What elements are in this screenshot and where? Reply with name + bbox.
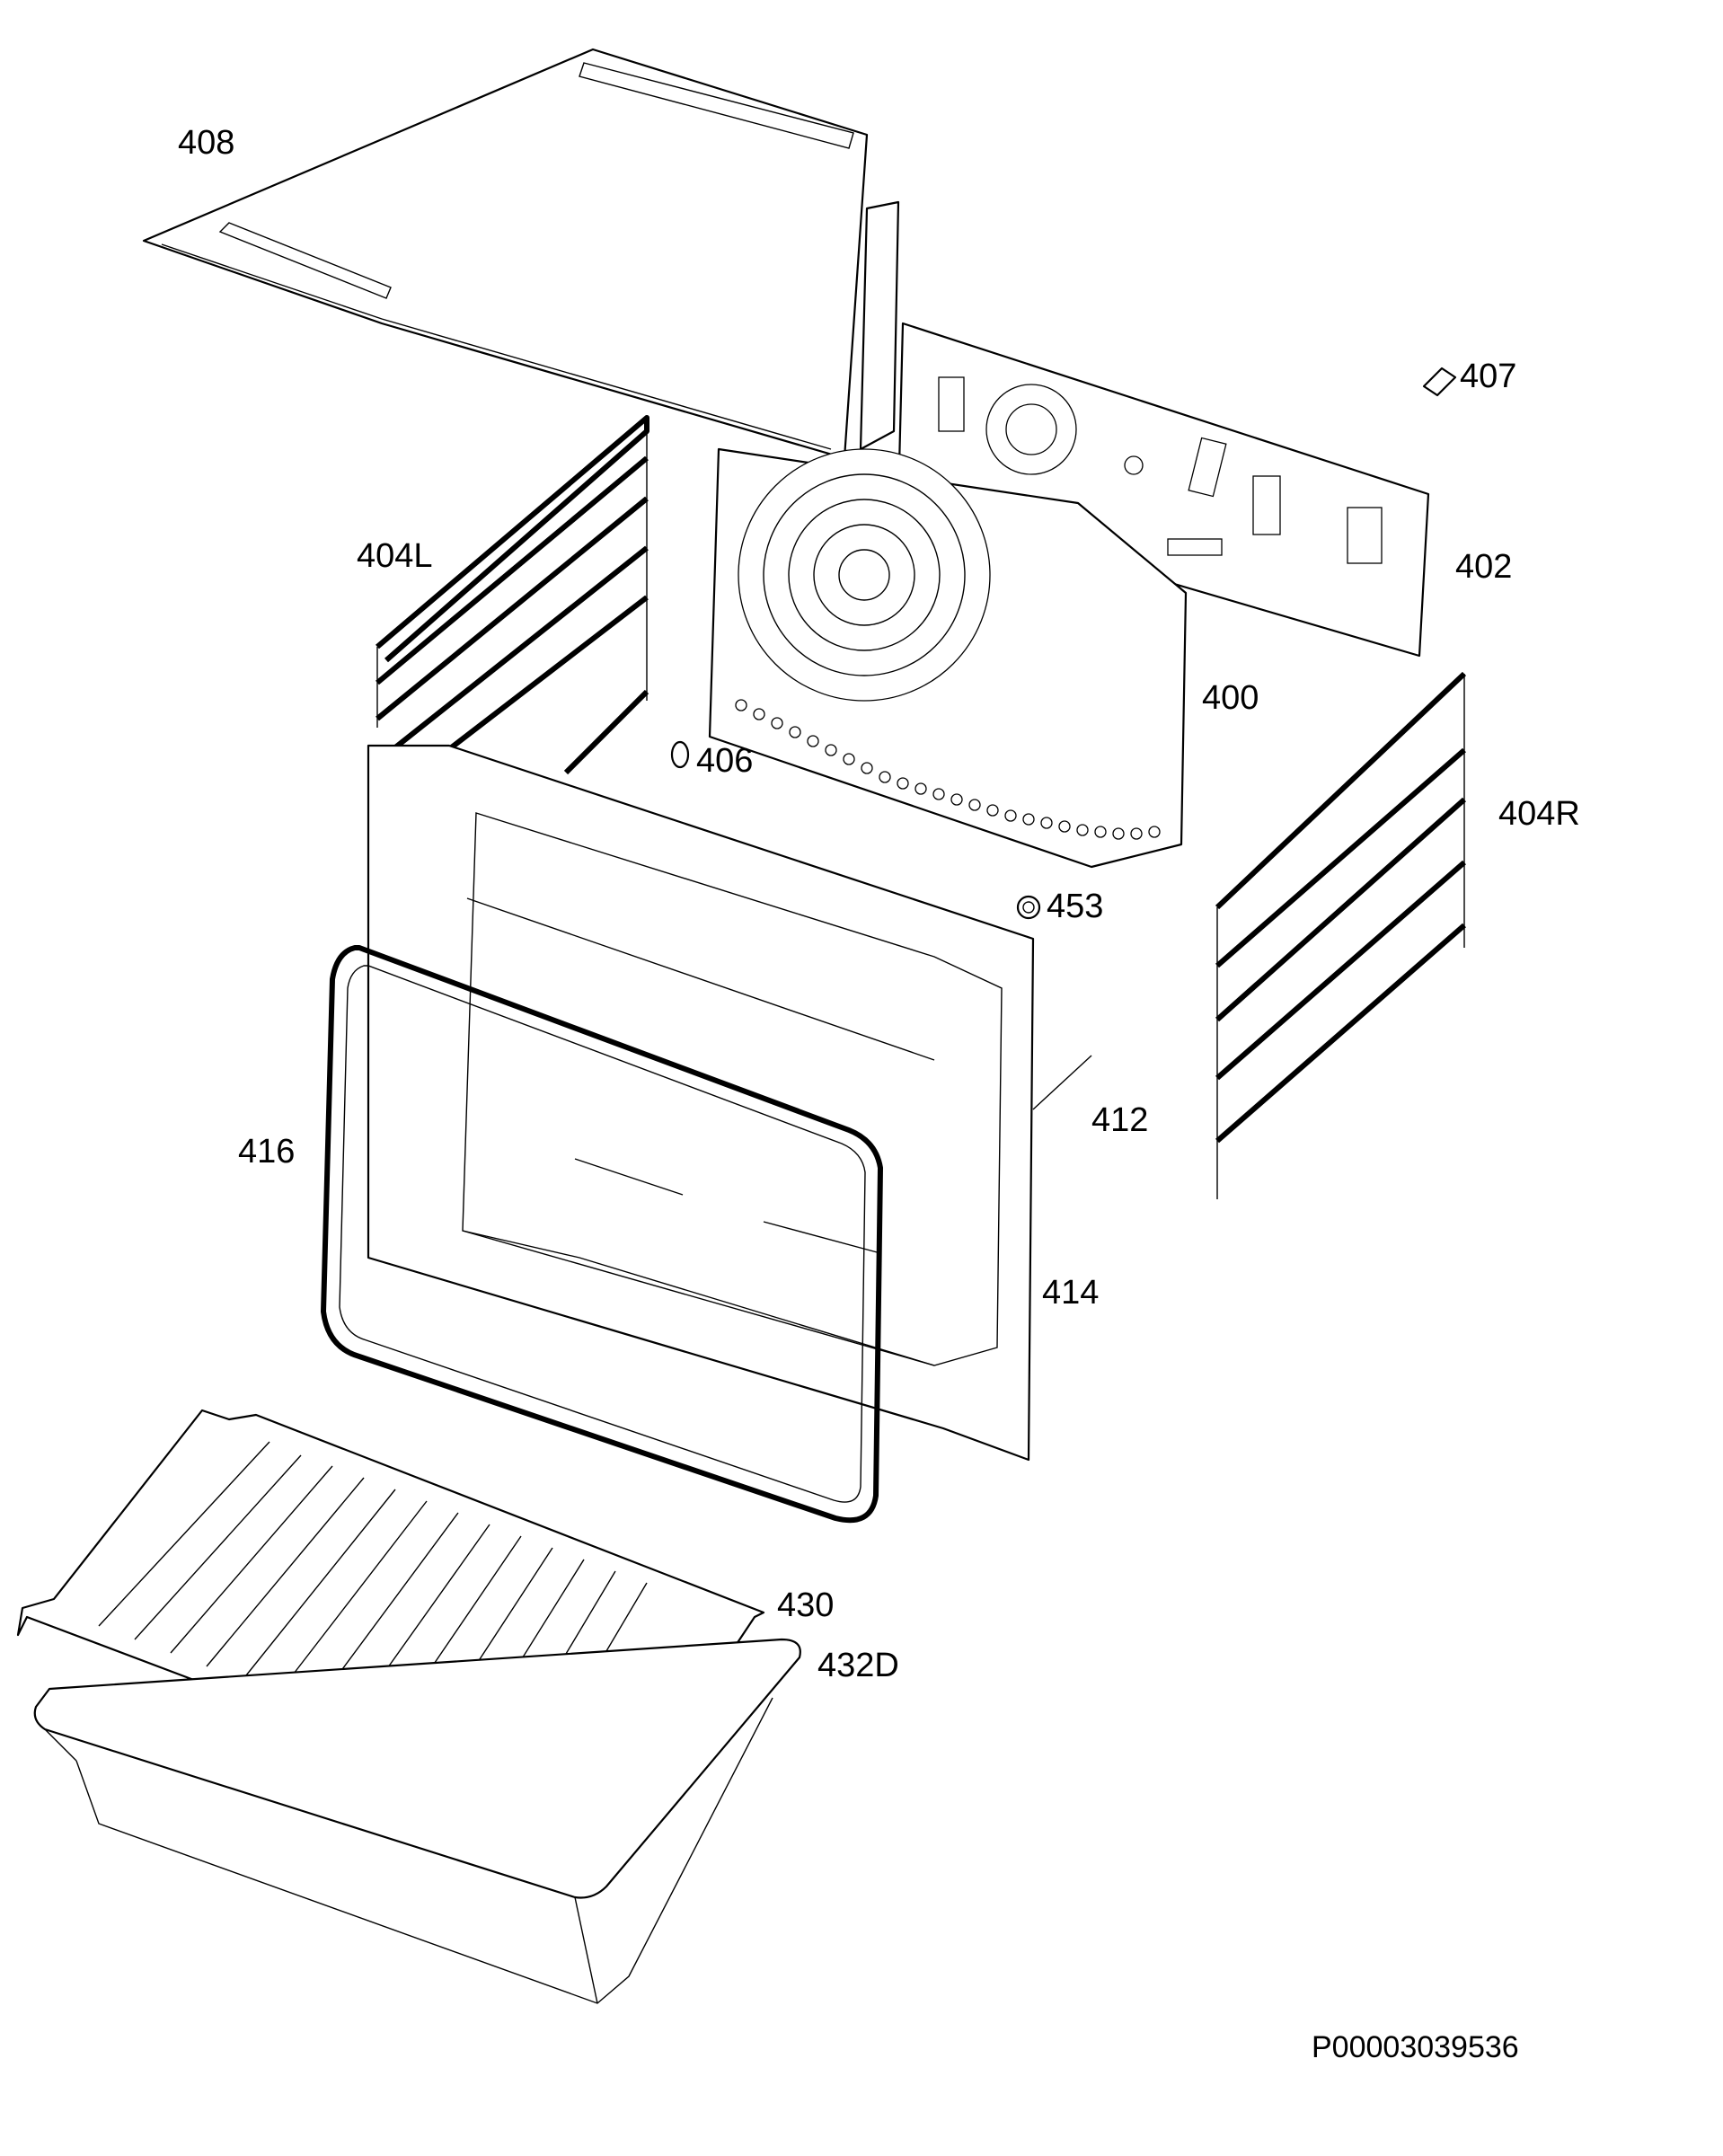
part-453-lamp-holder [1016, 895, 1041, 920]
part-407-clip [1422, 367, 1457, 397]
perforation-holes [735, 699, 1161, 840]
label-412: 412 [1091, 1101, 1149, 1139]
label-402: 402 [1455, 548, 1513, 586]
part-404R-right-shelf-support [1215, 671, 1467, 1199]
part-412-rod [1032, 1055, 1092, 1110]
part-406-fastener [670, 740, 690, 769]
part-404L-left-shelf-support [376, 415, 649, 793]
label-453: 453 [1047, 888, 1104, 925]
part-432D-drip-tray [33, 1638, 801, 2004]
label-430: 430 [777, 1586, 835, 1624]
part-416-door-seal [321, 945, 883, 1524]
label-416: 416 [238, 1133, 296, 1171]
label-408: 408 [178, 124, 235, 162]
part-400-back-wall [708, 447, 1188, 869]
label-414: 414 [1042, 1274, 1100, 1312]
document-id: P00003039536 [1312, 2030, 1519, 2064]
label-404L: 404L [357, 537, 433, 575]
part-408-top-cover [142, 48, 900, 460]
part-414-front-frame [367, 744, 1035, 1462]
label-406: 406 [696, 742, 754, 780]
label-404R: 404R [1498, 795, 1580, 833]
label-432D: 432D [817, 1647, 899, 1684]
part-402-rear-panel [897, 322, 1430, 658]
label-400: 400 [1202, 679, 1259, 717]
label-407: 407 [1460, 358, 1517, 395]
